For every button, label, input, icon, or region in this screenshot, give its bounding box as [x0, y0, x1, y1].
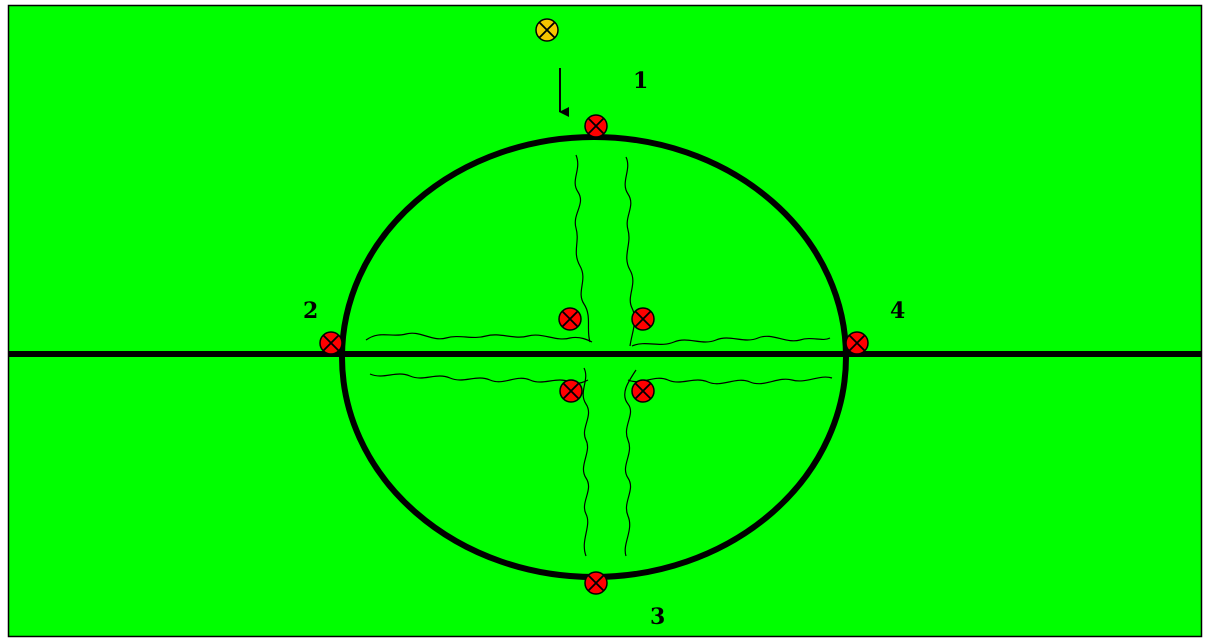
marker-2-icon	[319, 331, 343, 355]
label-3: 3	[650, 604, 665, 630]
crack-right-lower	[627, 376, 833, 385]
crack-left-upper	[365, 332, 593, 343]
marker-3-icon	[584, 571, 608, 595]
crack-top-right	[624, 156, 636, 347]
marker-inner-upper-right-icon	[631, 307, 655, 331]
marker-1-icon	[584, 114, 608, 138]
incoming-marker-icon	[535, 18, 559, 42]
marker-inner-lower-left-icon	[559, 379, 583, 403]
label-2: 2	[303, 298, 318, 324]
crack-lines	[365, 154, 833, 557]
marker-inner-upper-left-icon	[558, 307, 582, 331]
green-field	[7, 4, 1203, 638]
markers-group	[319, 18, 869, 595]
label-4: 4	[890, 298, 905, 324]
crack-right-upper	[631, 335, 831, 347]
marker-inner-lower-right-icon	[631, 379, 655, 403]
crack-bottom-right	[624, 369, 637, 557]
marker-4-icon	[845, 331, 869, 355]
crack-bottom-left	[582, 367, 590, 557]
crack-top-left	[574, 154, 591, 343]
label-1: 1	[633, 68, 648, 94]
